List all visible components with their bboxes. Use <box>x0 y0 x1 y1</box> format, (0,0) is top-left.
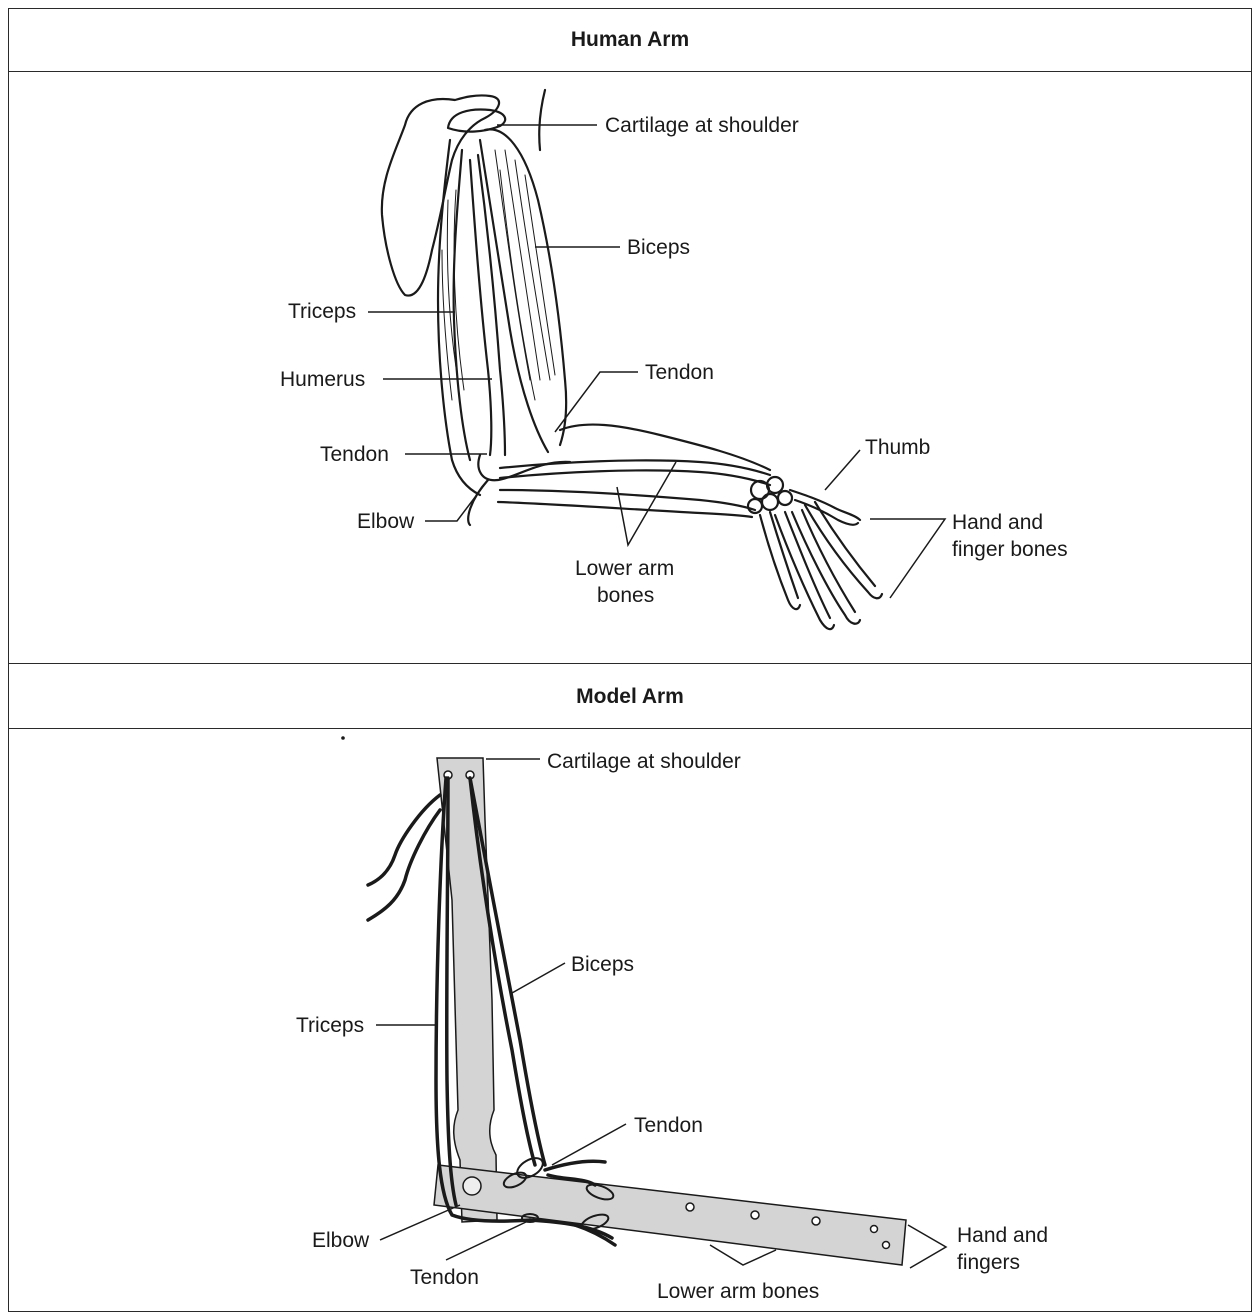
model-label-hand-line2: fingers <box>957 1249 1020 1276</box>
model-label-hand-line1: Hand and <box>957 1222 1048 1249</box>
model-label-biceps: Biceps <box>571 951 634 978</box>
model-label-elbow: Elbow <box>312 1227 369 1254</box>
model-label-tendon-lower: Tendon <box>410 1264 479 1291</box>
model-label-cartilage-at-shoulder: Cartilage at shoulder <box>547 748 741 775</box>
model-label-triceps: Triceps <box>296 1012 364 1039</box>
model-elbow-pivot <box>463 1177 481 1195</box>
model-label-tendon-upper: Tendon <box>634 1112 703 1139</box>
model-label-lower-arm-bones: Lower arm bones <box>657 1278 819 1305</box>
